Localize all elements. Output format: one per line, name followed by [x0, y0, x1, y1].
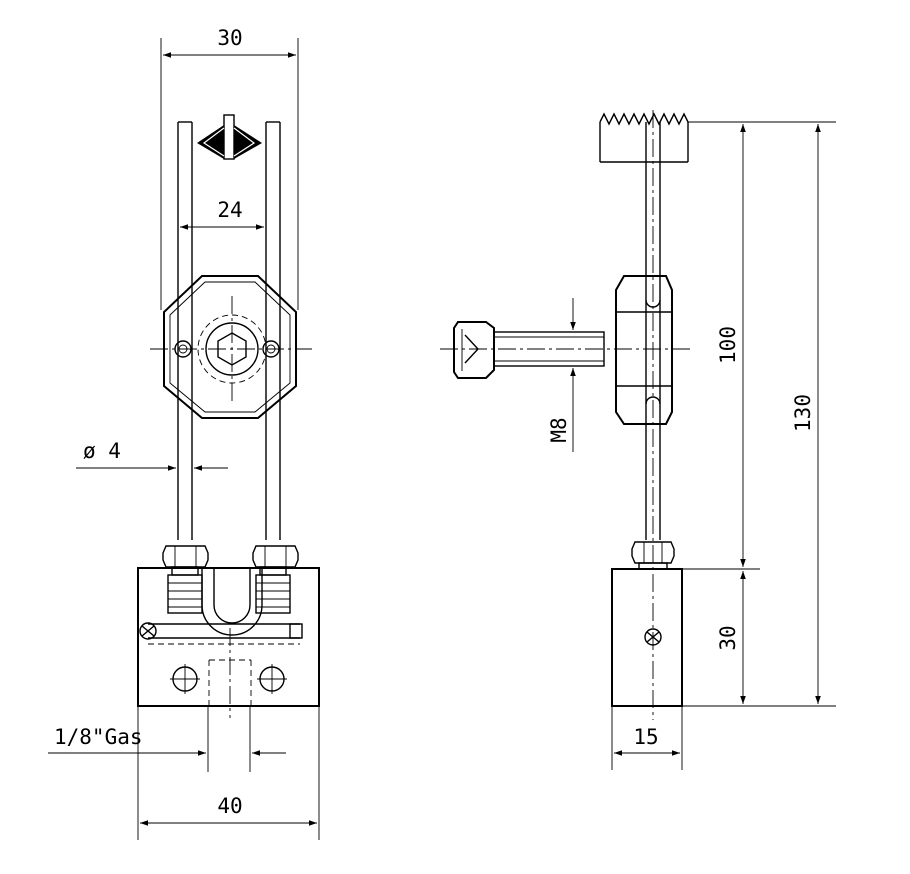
dim-height-upper: 100 [716, 124, 746, 567]
screw [453, 321, 605, 379]
dim-tube-diameter-label: ø 4 [83, 439, 121, 463]
dim-base-width-label: 40 [217, 794, 242, 818]
dim-base-width: 40 [137, 706, 320, 840]
dim-height-total: 130 [791, 124, 821, 704]
dim-top-width-label: 30 [217, 26, 242, 50]
dim-screw-label: M8 [547, 417, 571, 442]
dim-screw: M8 [547, 298, 576, 452]
front-view: 30 24 ø 4 1/8"Gas 40 [48, 26, 320, 840]
dim-height-total-label: 130 [791, 394, 815, 432]
dim-top-width: 30 [160, 26, 299, 310]
front-base-block [137, 567, 320, 718]
hub-body [163, 275, 297, 419]
dim-height-base-label: 30 [716, 625, 740, 650]
front-centerlines [150, 296, 312, 402]
top-pin [197, 114, 262, 160]
dim-inner-width-label: 24 [217, 198, 242, 222]
side-hub [440, 275, 690, 425]
fitting-right [252, 545, 299, 614]
side-base-block [611, 568, 836, 707]
side-view: M8 100 30 1 [440, 110, 836, 770]
dim-base-depth: 15 [611, 706, 683, 770]
side-tube [645, 110, 661, 720]
dim-thread: 1/8"Gas [48, 706, 286, 772]
dim-base-depth-label: 15 [633, 725, 658, 749]
dim-thread-label: 1/8"Gas [54, 725, 143, 749]
dim-height-upper-label: 100 [716, 326, 740, 364]
dim-tube-diameter: ø 4 [76, 439, 228, 471]
dim-inner-width: 24 [180, 198, 264, 230]
dim-height-base: 30 [716, 571, 746, 704]
tubes [177, 121, 281, 540]
top-mount [599, 112, 836, 163]
fitting-left [162, 545, 209, 614]
